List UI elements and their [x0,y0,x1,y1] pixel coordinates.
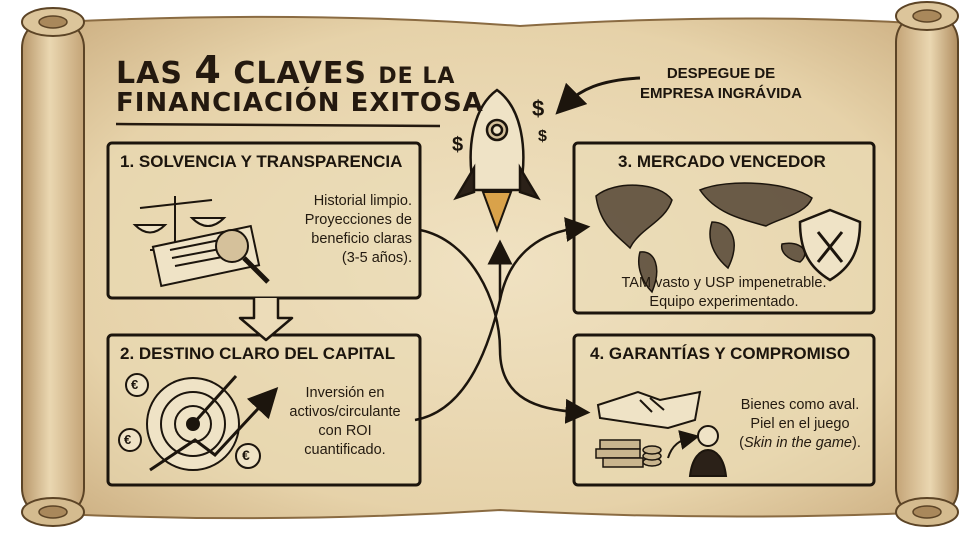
euro-coin-icon: € [242,447,250,463]
key-1-line: Historial limpio. [313,193,412,209]
title-word-las: LAS [116,56,183,91]
world-map-icon [595,182,813,294]
money-stack-icon [595,439,662,468]
key-2-line: cuantificado. [304,442,386,458]
title-number-four: 4 [194,48,222,92]
key-3-description: TAM vasto y USP impenetrable. Equipo exp… [584,274,864,312]
right-scroll-roll [895,1,959,527]
title-line-1: LAS 4 CLAVES DE LA [116,48,455,92]
arrow-1-to-2-icon [238,298,294,342]
key-1-line: Proyecciones de [304,212,412,228]
euro-coin-icon: € [124,432,132,447]
launch-label-line-2: EMPRESA INGRÁVIDA [640,85,802,102]
dollar-icon: $ [452,134,464,156]
crossing-flow-arrows [414,217,591,424]
key-1-line: (3-5 años). [341,250,412,266]
dollar-icon: $ [532,96,545,121]
target-and-coins-icon [118,373,279,472]
title-word-claves: CLAVES [233,56,367,91]
key-2-title: 2. DESTINO CLARO DEL CAPITAL [120,344,396,363]
key-3-line: TAM vasto y USP impenetrable. [621,275,827,291]
key-1-title: 1. SOLVENCIA Y TRANSPARENCIA [120,152,403,171]
title-word-de-la: DE LA [378,64,456,89]
dollar-icon: $ [538,128,547,145]
businessman-icon [688,425,728,477]
key-3-line: Equipo experimentado. [649,294,799,310]
title-underline [115,122,441,128]
transfer-arrow-icon [667,430,700,459]
shield-icon [798,208,862,282]
key-4-title: 4. GARANTÍAS Y COMPROMISO [590,344,851,363]
launch-pointer-arrow [555,76,641,115]
key-3-title: 3. MERCADO VENCEDOR [618,152,826,171]
key-2-description: Inversión en activos/circulante con ROI … [278,384,412,460]
key-4-line: Piel en el juego [750,416,850,432]
key-4-description: Bienes como aval. Piel en el juego (Skin… [730,396,870,453]
euro-coin-icon: € [131,377,139,392]
handshake-icon [596,390,702,430]
key-1-line: beneficio claras [311,231,412,247]
rocket-icon [453,88,541,233]
key-2-line: activos/circulante [289,404,401,420]
key-4-line: (Skin in the game). [739,435,861,451]
launch-label-line-1: DESPEGUE DE [666,65,776,82]
title-line-2: FINANCIACIÓN EXITOSA [116,88,484,118]
key-2-line: con ROI [318,423,372,439]
key-1-description: Historial limpio. Proyecciones de benefi… [272,192,412,268]
scales-and-documents-icon [132,196,270,288]
key-4-line: Bienes como aval. [740,397,860,413]
launch-label: DESPEGUE DE EMPRESA INGRÁVIDA [636,64,806,104]
left-scroll-roll [21,7,85,527]
key-2-line: Inversión en [305,385,385,401]
